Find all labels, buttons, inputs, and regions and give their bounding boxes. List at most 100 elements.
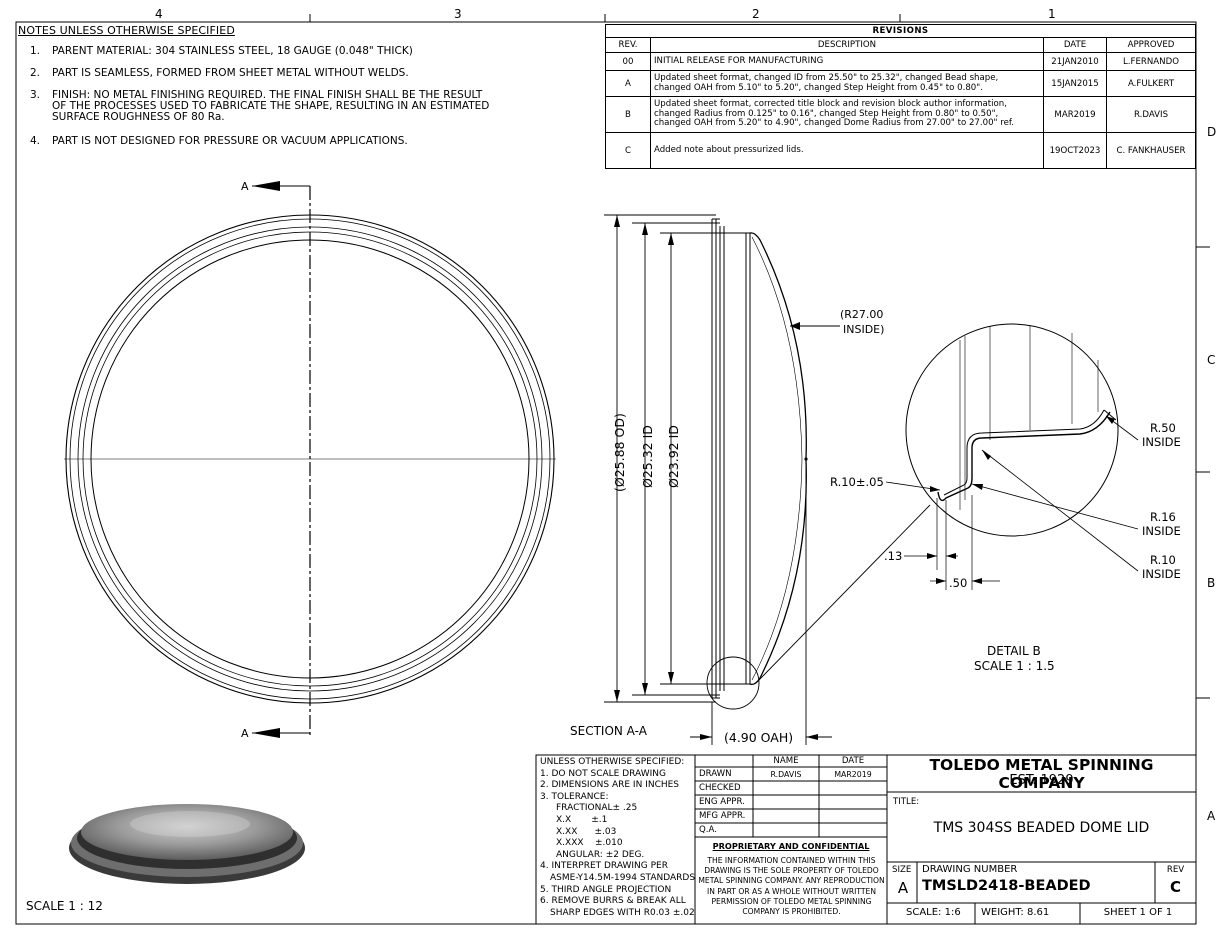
zone-ticks: [309, 14, 1210, 699]
zone-label-top-2: 2: [752, 7, 760, 21]
company-established: EST. 1929: [1009, 773, 1074, 788]
approval-label-eng: ENG APPR.: [699, 797, 745, 807]
tolerance-line: 5. THIRD ANGLE PROJECTION: [540, 884, 672, 895]
detail-r10-inside: INSIDE: [1142, 567, 1181, 581]
rev-header: REV.: [605, 37, 651, 53]
note-3: 3. FINISH: NO METAL FINISHING REQUIRED. …: [30, 90, 590, 126]
table-row: A Updated sheet format, changed ID from …: [605, 70, 1197, 97]
plan-view: [64, 185, 556, 737]
approved-cell: L.FERNANDO: [1105, 52, 1197, 71]
tolerance-notes: UNLESS OTHERWISE SPECIFIED: 1. DO NOT SC…: [540, 757, 696, 919]
tolerance-line: 1. DO NOT SCALE DRAWING: [540, 768, 666, 779]
size-label: SIZE: [892, 865, 912, 875]
detail-title: DETAIL B: [987, 644, 1041, 658]
title-block-grid: [535, 754, 1197, 925]
tolerance-line: 2. DIMENSIONS ARE IN INCHES: [540, 780, 680, 791]
detail-r50-inside: INSIDE: [1142, 435, 1181, 449]
description-cell: INITIAL RELEASE FOR MANUFACTURING: [650, 52, 1044, 71]
sheet-weight: WEIGHT: 8.61: [981, 907, 1050, 918]
od-dimension: (Ø25.88 OD): [612, 413, 627, 492]
title-label: TITLE:: [893, 797, 920, 807]
tolerance-line: FRACTIONAL± .25: [556, 803, 638, 814]
section-view: [706, 218, 931, 710]
note-4: 4. PART IS NOT DESIGNED FOR PRESSURE OR …: [30, 136, 590, 148]
note-text: PARENT MATERIAL: 304 STAINLESS STEEL, 18…: [52, 45, 413, 57]
approval-label-mfg: MFG APPR.: [699, 811, 746, 821]
approved-header: APPROVED: [1105, 37, 1197, 53]
tolerance-line: 4. INTERPRET DRAWING PER: [540, 861, 668, 872]
notes-title: NOTES UNLESS OTHERWISE SPECIFIED: [18, 24, 235, 37]
detail-r50-label: R.50: [1150, 421, 1176, 435]
zone-label-top-4: 4: [155, 7, 163, 21]
tolerance-line: ASME-Y14.5M-1994 STANDARDS: [550, 872, 696, 883]
rev-cell: C: [605, 132, 651, 169]
detail-013-dim: .13: [884, 549, 902, 563]
tolerance-line: 3. TOLERANCE:: [540, 791, 609, 802]
revision-table: REVISIONS REV. DESCRIPTION DATE APPROVED…: [604, 24, 1197, 169]
approved-cell: C. FANKHAUSER: [1105, 132, 1197, 169]
note-number: 1.: [30, 45, 41, 57]
section-arrowheads: [614, 215, 818, 740]
note-text: PART IS NOT DESIGNED FOR PRESSURE OR VAC…: [52, 135, 408, 147]
approval-label-drawn: DRAWN: [699, 769, 732, 779]
sheet-scale: SCALE: 1:6: [906, 907, 961, 918]
view-scale-label: SCALE 1 : 12: [26, 899, 103, 913]
id-dimension-2532: Ø25.32 ID: [640, 425, 655, 488]
id-dimension-2392: Ø23.92 ID: [666, 425, 681, 488]
drawing-number: TMSLD2418-BEADED: [922, 878, 1091, 894]
zone-label-top-3: 3: [454, 7, 462, 21]
detail-r10-label: R.10: [1150, 553, 1176, 567]
approved-cell: A.FULKERT: [1105, 70, 1197, 97]
note-number: 2.: [30, 67, 41, 79]
zone-label-right-b: B: [1207, 576, 1215, 590]
detail-r10-tolerance: R.10±.05: [830, 475, 884, 489]
tolerance-line: ANGULAR: ±2 DEG.: [556, 849, 645, 860]
approvals-name-header: NAME: [773, 756, 799, 766]
description-cell: Updated sheet format, changed ID from 25…: [650, 70, 1044, 97]
note-text: PART IS SEAMLESS, FORMED FROM SHEET META…: [52, 67, 409, 79]
rev-label: REV: [1166, 865, 1185, 875]
zone-label-right-d: D: [1207, 125, 1216, 139]
approval-name-drawn: R.DAVIS: [770, 770, 802, 779]
description-cell: Updated sheet format, corrected title bl…: [650, 96, 1044, 133]
section-arrow-bottom: [252, 728, 280, 738]
size-value: A: [897, 879, 909, 897]
revision-header-row: REV. DESCRIPTION DATE APPROVED: [605, 37, 1197, 53]
company-name: TOLEDO METAL SPINNING COMPANY: [929, 756, 1154, 792]
dome-radius-dimension: (R27.00: [840, 308, 883, 321]
tolerance-line: SHARP EDGES WITH R0.03 ±.02: [550, 907, 695, 918]
table-row: B Updated sheet format, corrected title …: [605, 96, 1197, 133]
date-header: DATE: [1043, 37, 1107, 53]
approval-date-drawn: MAR2019: [834, 770, 872, 779]
note-2: 2. PART IS SEAMLESS, FORMED FROM SHEET M…: [30, 68, 590, 80]
zone-label-right-a: A: [1207, 809, 1216, 823]
proprietary-title: PROPRIETARY AND CONFIDENTIAL: [712, 841, 870, 851]
note-1: 1. PARENT MATERIAL: 304 STAINLESS STEEL,…: [30, 46, 590, 58]
section-marker-top: A: [241, 180, 249, 193]
tolerance-line: UNLESS OTHERWISE SPECIFIED:: [540, 757, 685, 767]
isometric-render: [69, 804, 305, 884]
tolerance-line: 6. REMOVE BURRS & BREAK ALL: [540, 896, 686, 907]
revisions-title: REVISIONS: [604, 24, 1197, 38]
detail-arrowheads: [927, 416, 1115, 584]
detail-scale: SCALE 1 : 1.5: [974, 659, 1055, 673]
oah-dimension: (4.90 OAH): [724, 730, 793, 745]
table-row: C Added note about pressurized lids. 19O…: [605, 132, 1197, 169]
tolerance-line: X.XX ±.03: [556, 826, 617, 837]
detail-r16-label: R.16: [1150, 510, 1176, 524]
section-marker-bottom: A: [241, 727, 249, 740]
description-header: DESCRIPTION: [650, 37, 1044, 53]
rev-cell: B: [605, 96, 651, 133]
approval-label-qa: Q.A.: [699, 825, 717, 835]
revision-title-row: REVISIONS: [604, 24, 1197, 38]
dome-radius-inside-label: INSIDE): [843, 323, 884, 336]
zone-label-right-c: C: [1207, 353, 1215, 367]
note-text: FINISH: NO METAL FINISHING REQUIRED. THE…: [52, 89, 490, 123]
date-cell: 21JAN2010: [1043, 52, 1107, 71]
note-number: 4.: [30, 135, 41, 147]
zone-label-top-1: 1: [1048, 7, 1056, 21]
section-dimensions: [604, 214, 840, 745]
note-number: 3.: [30, 89, 41, 101]
rev-cell: 00: [605, 52, 651, 71]
